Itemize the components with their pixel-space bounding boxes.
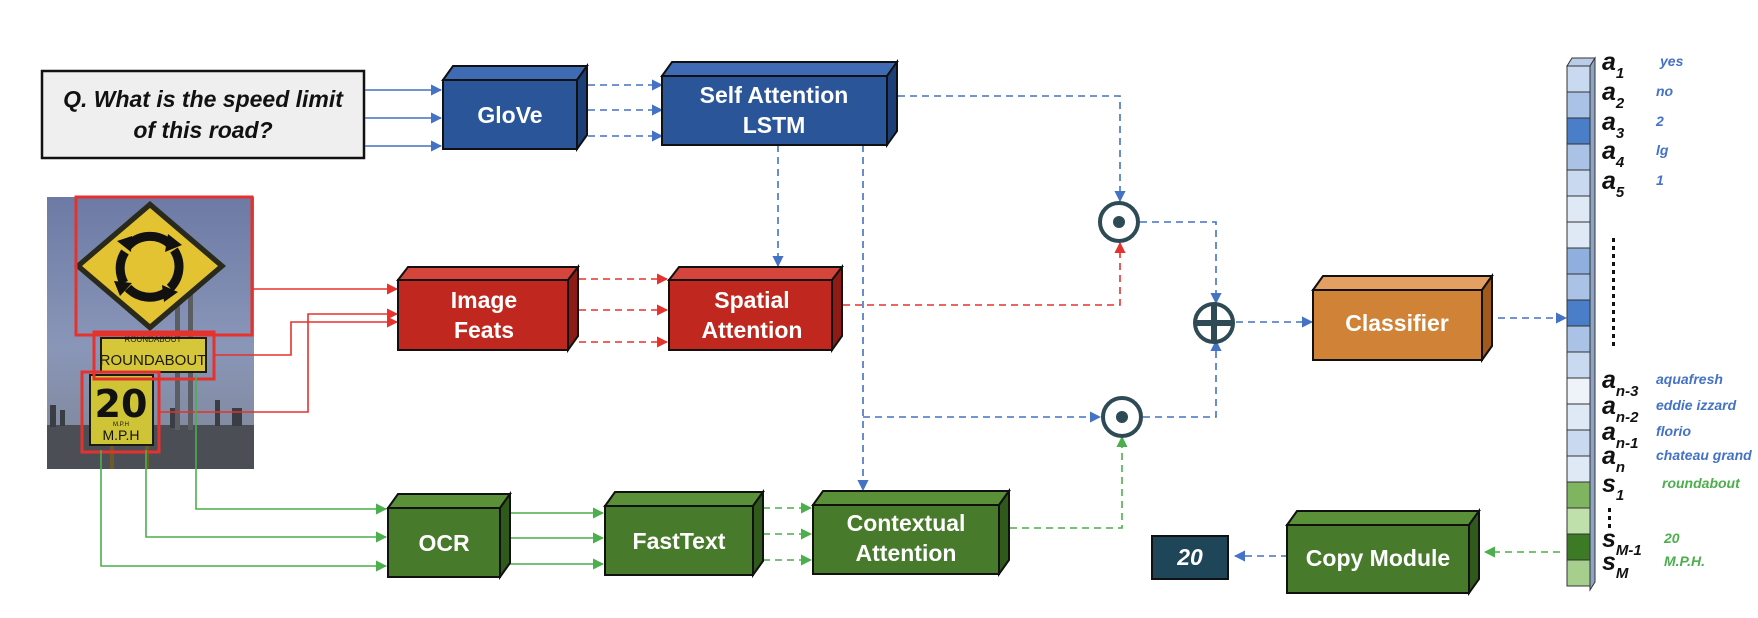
spatial-attention-label-2: Attention <box>702 317 803 343</box>
answer-vector-cells <box>1566 65 1591 587</box>
question-line-2: of this road? <box>133 117 272 143</box>
contextual-attention-block: Contextual Attention <box>811 487 1011 578</box>
ocr-label: OCR <box>418 530 470 556</box>
sign-roundabout-text: ROUNDABOUT <box>100 352 207 369</box>
answer-symbol: an-3 <box>1602 366 1639 400</box>
fasttext-label: FastText <box>633 528 726 554</box>
answer-symbol: a1 <box>1602 48 1624 82</box>
answer-symbol: an-2 <box>1602 392 1639 426</box>
sign-mph-small-text: M.P.H <box>113 422 129 428</box>
self-attention-lstm-block: Self Attention LSTM <box>660 58 899 149</box>
answer-vector-cell <box>1566 429 1591 457</box>
self-attention-label-2: LSTM <box>743 112 806 138</box>
answer-vector-cell <box>1566 455 1591 483</box>
answer-word: 1 <box>1656 172 1664 188</box>
contextual-attention-label-1: Contextual <box>847 510 966 536</box>
answer-vector-cell <box>1566 481 1591 509</box>
answer-vector <box>1566 56 1596 592</box>
contextual-attention-label-2: Attention <box>856 540 957 566</box>
answer-vector-cell <box>1566 117 1591 145</box>
spatial-attention-label-1: Spatial <box>714 287 789 313</box>
output-answer-box: 20 <box>1151 535 1229 580</box>
answer-symbol: s1 <box>1602 470 1624 504</box>
answer-vector-cell <box>1566 533 1591 561</box>
glove-label: GloVe <box>477 102 542 128</box>
input-image: ROUNDABOUT ROUNDABOUT 20 M.P.H M.P.H <box>47 195 254 469</box>
answer-symbol: a3 <box>1602 108 1625 142</box>
spatial-attention-block: Spatial Attention <box>666 264 845 354</box>
answer-symbol: a4 <box>1602 137 1625 171</box>
classifier-label: Classifier <box>1345 310 1449 336</box>
answer-symbol: an-1 <box>1602 418 1638 452</box>
output-answer-label: 20 <box>1176 544 1203 570</box>
answer-vector-cell <box>1566 143 1591 171</box>
sign-mph-text: M.P.H <box>102 427 139 443</box>
answer-word: eddie izzard <box>1656 397 1737 413</box>
detection-box-diamond <box>74 195 254 337</box>
copy-module-label: Copy Module <box>1306 545 1450 571</box>
self-attention-label-1: Self Attention <box>700 82 849 108</box>
connections <box>100 79 1568 572</box>
hadamard-product-icon <box>1101 396 1143 438</box>
image-feats-label-2: Feats <box>454 317 514 343</box>
answer-word: lg <box>1656 142 1669 158</box>
answer-symbol: sM <box>1602 548 1629 582</box>
answer-vector-cell <box>1566 377 1591 405</box>
answer-vector-cell <box>1566 403 1591 431</box>
answer-word: chateau grand <box>1656 447 1752 463</box>
roundabout-diamond-sign <box>74 201 226 331</box>
hadamard-product-icon <box>1098 201 1140 243</box>
answer-word: 2 <box>1655 113 1664 129</box>
answer-vector-cell <box>1566 195 1591 223</box>
ocr-block: OCR <box>386 490 512 581</box>
answer-vector-cell <box>1566 559 1591 587</box>
answer-vector-cell <box>1566 351 1591 379</box>
question-box: Q. What is the speed limit of this road? <box>40 69 366 160</box>
sum-plus-icon <box>1193 302 1235 344</box>
ellipsis-dots <box>1608 238 1615 528</box>
answer-symbol: sM-1 <box>1602 525 1642 559</box>
question-line-1: Q. What is the speed limit <box>63 86 344 112</box>
image-feats-label-1: Image <box>451 287 517 313</box>
answer-vector-cell <box>1566 299 1591 327</box>
answer-symbol: a5 <box>1602 167 1625 201</box>
answer-vector-cell <box>1566 65 1591 93</box>
answer-word: 20 <box>1663 530 1680 546</box>
sign-speed-number: 20 <box>95 382 148 426</box>
answer-word: florio <box>1656 423 1691 439</box>
answer-vector-cell <box>1566 91 1591 119</box>
answer-vector-cell <box>1566 325 1591 353</box>
answer-symbol: a2 <box>1602 78 1625 112</box>
answer-word: roundabout <box>1662 475 1741 491</box>
answer-word: yes <box>1659 53 1684 69</box>
image-feats-block: Image Feats <box>395 264 581 354</box>
answer-word: no <box>1656 83 1674 99</box>
classifier-block: Classifier <box>1311 272 1494 364</box>
copy-module-block: Copy Module <box>1285 507 1481 597</box>
sign-roundabout-small-text: ROUNDABOUT <box>125 335 182 344</box>
answer-labels: a1 yes a2 no a3 2 a4 lg a5 1 an-3 aquafresh an-2 eddi… <box>1602 48 1752 582</box>
answer-vector-cell <box>1566 221 1591 249</box>
answer-vector-cell <box>1566 247 1591 275</box>
answer-vector-cell <box>1566 507 1591 535</box>
fasttext-block: FastText <box>603 488 765 579</box>
answer-word: M.P.H. <box>1664 553 1705 569</box>
glove-block: GloVe <box>441 62 589 153</box>
answer-vector-cell <box>1566 169 1591 197</box>
answer-vector-cell <box>1566 273 1591 301</box>
answer-symbol: an <box>1602 442 1625 476</box>
answer-word: aquafresh <box>1656 371 1723 387</box>
